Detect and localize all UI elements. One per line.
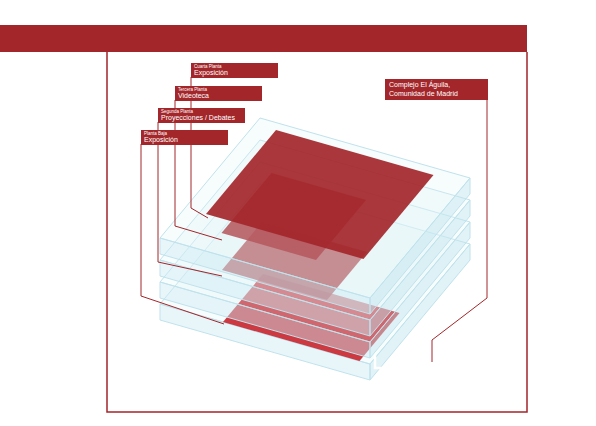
floor-label-box: Segunda PlantaProyecciones / Debates xyxy=(158,108,245,123)
label-text: Complejo El Águila, Comunidad de Madrid xyxy=(389,81,484,98)
label-text: Exposición xyxy=(144,136,225,144)
label-text: Videoteca xyxy=(178,92,259,100)
floor-label-box: Cuarta PlantaExposición xyxy=(191,63,278,78)
floor-name: Cuarta Planta xyxy=(194,64,275,69)
floor-name: Segunda Planta xyxy=(161,109,242,114)
floor-label-box: Tercera PlantaVideoteca xyxy=(175,86,262,101)
header-band xyxy=(0,25,527,52)
floor-name: Tercera Planta xyxy=(178,87,259,92)
glass-face xyxy=(160,118,470,298)
white-mark xyxy=(375,352,392,368)
floor-plate xyxy=(206,130,434,259)
leader-lines xyxy=(141,77,487,362)
floor-label-box: Complejo El Águila, Comunidad de Madrid xyxy=(385,79,488,100)
leader-line xyxy=(141,144,224,324)
floor-label-box: Planta BajaExposición xyxy=(141,130,228,145)
leader-line xyxy=(432,100,487,362)
label-text: Proyecciones / Debates xyxy=(161,114,242,122)
leader-line xyxy=(158,122,222,276)
label-text: Exposición xyxy=(194,69,275,77)
floor-name: Planta Baja xyxy=(144,131,225,136)
glass-volume xyxy=(160,118,470,314)
frame-line xyxy=(107,52,527,412)
